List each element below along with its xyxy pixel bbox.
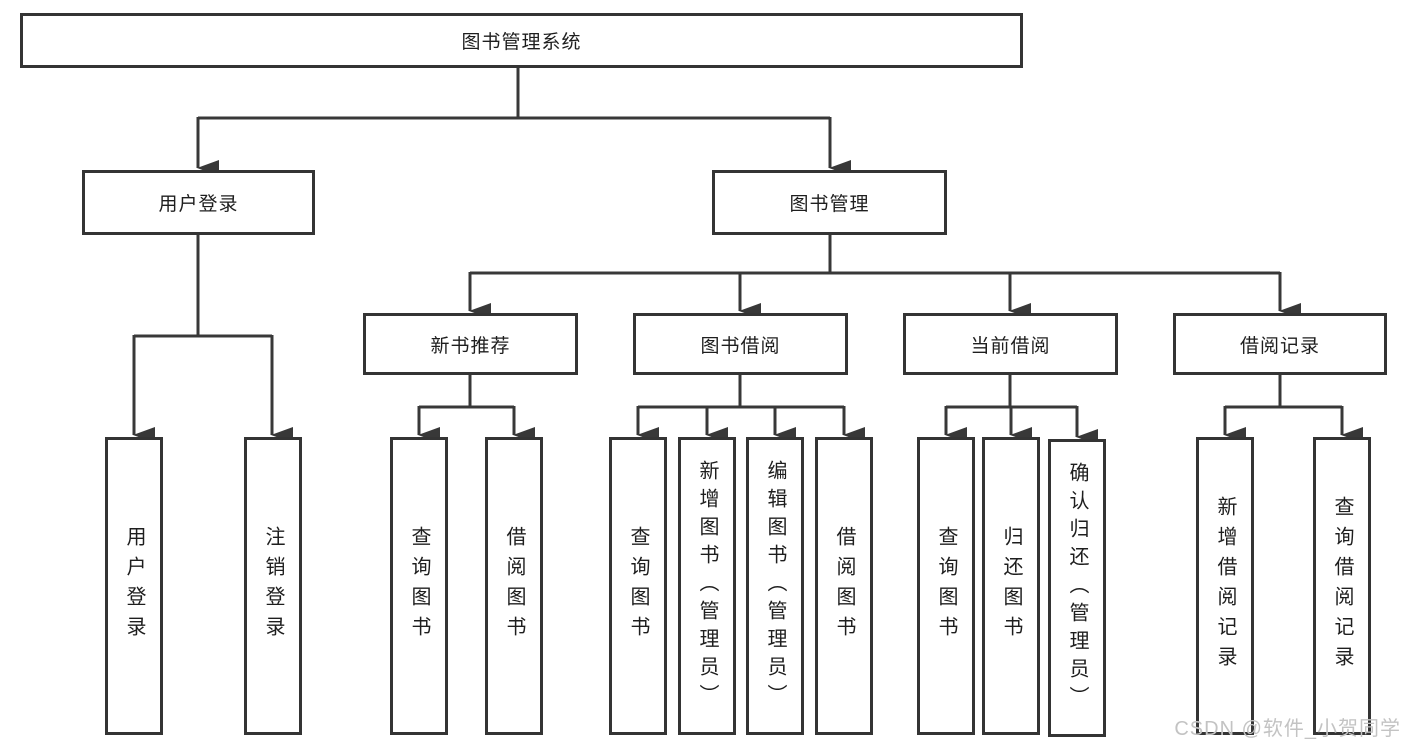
- leaf-add-book-admin-label: 新增图书（管理员）: [696, 460, 718, 712]
- leaf-query-borrow-record: 查询借阅记录: [1313, 437, 1371, 735]
- leaf-newrec-borrow-book-label: 借阅图书: [503, 526, 525, 646]
- node-current-borrow-label: 当前借阅: [970, 335, 1051, 357]
- node-current-borrow: 当前借阅: [903, 313, 1118, 375]
- leaf-edit-book-admin: 编辑图书（管理员）: [746, 437, 804, 735]
- leaf-add-borrow-record: 新增借阅记录: [1196, 437, 1254, 735]
- leaf-user-login: 用户登录: [105, 437, 163, 735]
- leaf-borrow-borrow-book-label: 借阅图书: [833, 526, 855, 646]
- node-book-management: 图书管理: [712, 170, 947, 235]
- leaf-current-query-book: 查询图书: [917, 437, 975, 735]
- csdn-watermark: CSDN @软件_小贺同学: [1174, 718, 1401, 740]
- node-book-borrow-label: 图书借阅: [700, 335, 781, 357]
- leaf-confirm-return-admin-label: 确认归还（管理员）: [1066, 462, 1088, 714]
- leaf-logout-label: 注销登录: [262, 526, 284, 646]
- node-user-login-label: 用户登录: [158, 194, 239, 215]
- node-book-borrow: 图书借阅: [633, 313, 848, 375]
- leaf-return-book-label: 归还图书: [1000, 526, 1022, 646]
- leaf-current-query-book-label: 查询图书: [935, 526, 957, 646]
- leaf-return-book: 归还图书: [982, 437, 1040, 735]
- leaf-add-borrow-record-label: 新增借阅记录: [1214, 496, 1236, 676]
- leaf-borrow-query-book: 查询图书: [609, 437, 667, 735]
- leaf-user-login-label: 用户登录: [123, 526, 145, 646]
- node-new-book-recommend-label: 新书推荐: [430, 335, 511, 357]
- leaf-edit-book-admin-label: 编辑图书（管理员）: [764, 460, 786, 712]
- node-user-login: 用户登录: [82, 170, 315, 235]
- node-book-management-label: 图书管理: [789, 194, 870, 215]
- leaf-borrow-borrow-book: 借阅图书: [815, 437, 873, 735]
- leaf-borrow-query-book-label: 查询图书: [627, 526, 649, 646]
- node-root: 图书管理系统: [20, 13, 1023, 68]
- node-borrow-records: 借阅记录: [1173, 313, 1387, 375]
- leaf-newrec-query-book-label: 查询图书: [408, 526, 430, 646]
- leaf-newrec-borrow-book: 借阅图书: [485, 437, 543, 735]
- leaf-query-borrow-record-label: 查询借阅记录: [1331, 496, 1353, 676]
- leaf-confirm-return-admin: 确认归还（管理员）: [1048, 439, 1106, 737]
- leaf-add-book-admin: 新增图书（管理员）: [678, 437, 736, 735]
- node-borrow-records-label: 借阅记录: [1239, 335, 1320, 357]
- node-root-label: 图书管理系统: [461, 32, 582, 53]
- leaf-logout: 注销登录: [244, 437, 302, 735]
- node-new-book-recommend: 新书推荐: [363, 313, 578, 375]
- leaf-newrec-query-book: 查询图书: [390, 437, 448, 735]
